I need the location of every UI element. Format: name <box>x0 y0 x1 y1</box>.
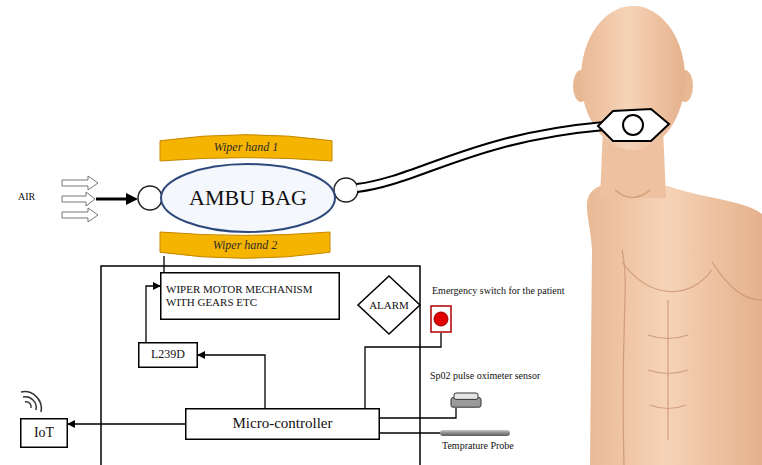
housing <box>101 266 420 465</box>
emergency-switch: Emergency switch for the patient <box>430 305 452 333</box>
wifi-symbol <box>21 392 41 412</box>
part-label: Sp02 pulse oximeter sensor <box>430 370 540 382</box>
connector-line <box>380 408 456 418</box>
air-arrows <box>62 176 98 222</box>
oximeter-sensor: Sp02 pulse oximeter sensor <box>450 392 482 408</box>
node-text: ALARM <box>369 299 409 312</box>
driver-box: L239D <box>138 342 198 368</box>
inlet-arrow <box>96 193 138 205</box>
connector-line <box>146 286 160 342</box>
connector-line <box>380 432 440 433</box>
part-label: Temprature Probe <box>442 440 514 452</box>
node-text: WIPER MOTOR MECHANISM WITH GEARS ETC <box>166 283 334 308</box>
breathing-tube <box>357 126 604 188</box>
iot-box: IoT <box>20 418 68 448</box>
air-label: AIR <box>18 191 35 202</box>
temperature-probe: Temprature Probe <box>440 430 510 436</box>
connector-line <box>68 423 185 424</box>
part-label: Emergency switch for the patient <box>432 285 565 297</box>
alarm-diamond: ALARM <box>357 275 421 335</box>
connector-line <box>365 333 441 408</box>
wiper-arm: Wiper hand 1 <box>160 134 332 161</box>
node-text: Micro-controller <box>233 415 333 432</box>
connector-line <box>163 256 164 272</box>
node-text: IoT <box>34 425 54 441</box>
outlet-valve <box>334 178 358 202</box>
ambu-bag: AMBU BAG <box>160 163 336 233</box>
patient-figure <box>573 6 762 465</box>
motor-box: WIPER MOTOR MECHANISM WITH GEARS ETC <box>160 272 340 320</box>
node-text: Wiper hand 2 <box>213 239 278 253</box>
node-text: AMBU BAG <box>189 185 307 210</box>
temperature-probe-outline <box>440 430 510 436</box>
face-mask <box>598 109 669 141</box>
emergency-switch-outline <box>430 305 452 333</box>
node-text: L239D <box>151 348 185 362</box>
node-text: Wiper hand 1 <box>214 141 279 155</box>
inlet-valve <box>138 186 162 210</box>
oximeter-sensor-outline <box>450 392 482 408</box>
controller-box: Micro-controller <box>185 408 380 440</box>
connector-line <box>198 355 265 408</box>
wiper-arm: Wiper hand 2 <box>160 232 330 259</box>
